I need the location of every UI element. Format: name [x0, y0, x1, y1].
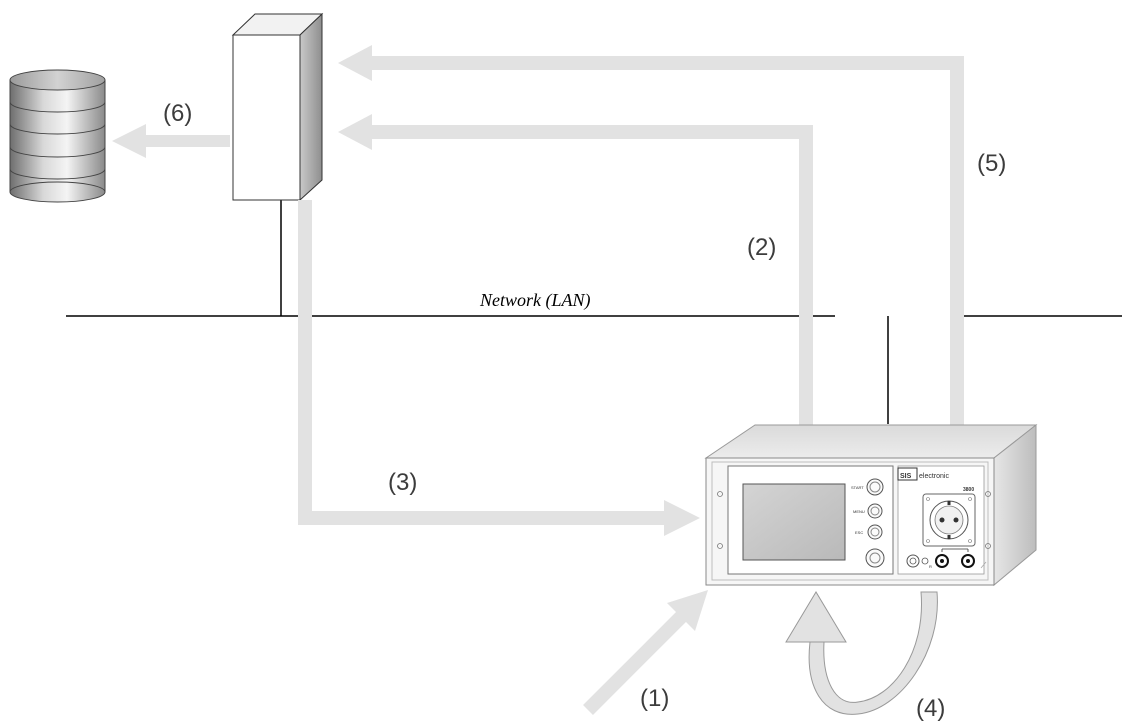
- flow-arrow-2: [366, 125, 813, 425]
- step-label-1: (1): [640, 685, 669, 712]
- server-tower-icon: [231, 12, 324, 202]
- network-label: Network (LAN): [479, 290, 591, 311]
- flow-arrow-5: [366, 56, 964, 425]
- terminal-label: R: [929, 564, 932, 569]
- safety-tester-device-icon: START MENU ESC SIS electronic 3800: [704, 423, 1038, 587]
- database-stack-icon: [9, 69, 106, 203]
- menu-button: [867, 503, 883, 519]
- brand-label: electronic: [919, 473, 949, 480]
- step-label-6: (6): [163, 100, 192, 127]
- flow-arrows: [112, 45, 964, 715]
- sis-logo: SIS: [897, 467, 918, 481]
- logo-text: SIS: [900, 473, 912, 480]
- flow-arrow-1-head: [667, 590, 708, 631]
- flow-arrow-3: [298, 200, 668, 525]
- flow-arrow-1: [583, 605, 693, 715]
- flow-arrow-6-head: [112, 124, 146, 158]
- flow-arrow-2-head: [338, 114, 372, 150]
- device-screen: [742, 483, 846, 561]
- start-label: START: [851, 485, 864, 490]
- flow-arrow-5-head: [338, 45, 372, 81]
- flow-arrow-3-head: [664, 500, 700, 536]
- start-button: [866, 478, 884, 496]
- menu-label: MENU: [853, 509, 865, 514]
- esc-label: ESC: [855, 530, 863, 535]
- device-buttons: [865, 478, 885, 568]
- step-label-3: (3): [388, 469, 417, 496]
- flow-arrow-4-head: [785, 591, 847, 643]
- esc-button: [867, 524, 883, 540]
- step-label-2: (2): [747, 234, 776, 261]
- power-socket-icon: [922, 493, 976, 547]
- step-label-4: (4): [916, 695, 945, 722]
- knob: [865, 548, 885, 568]
- step-label-5: (5): [977, 150, 1006, 177]
- network-lines: [66, 200, 1122, 424]
- model-label: 3800: [963, 487, 974, 493]
- test-terminals: [906, 548, 987, 569]
